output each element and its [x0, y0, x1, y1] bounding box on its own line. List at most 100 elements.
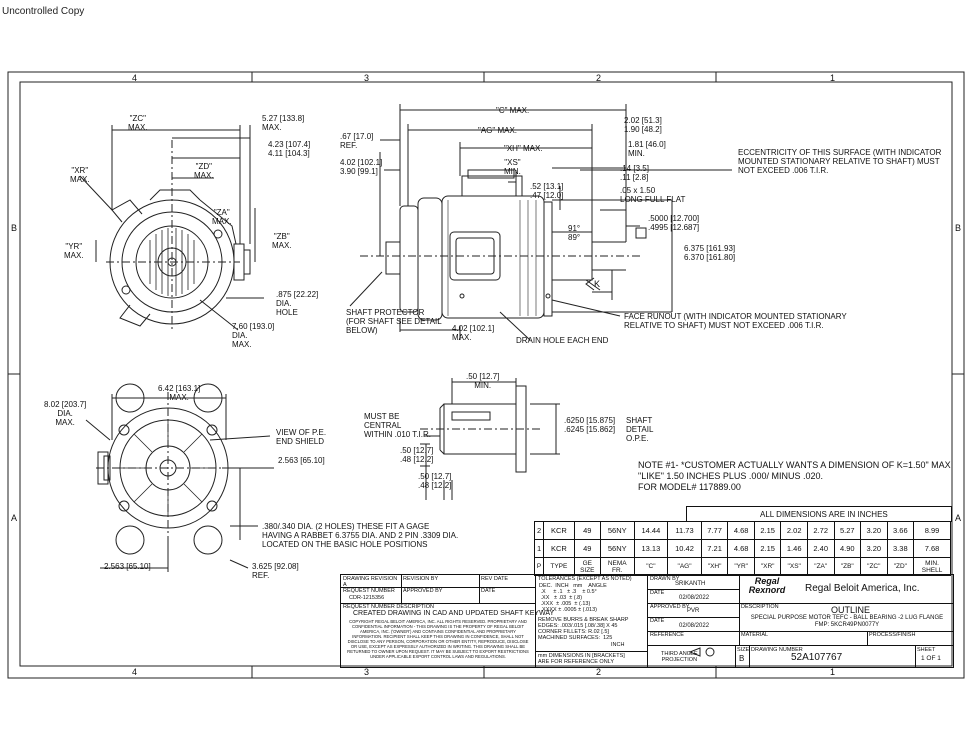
dim-760: 7.60 [193.0] DIA. MAX. [232, 322, 275, 349]
table-cell: 2.15 [753, 521, 782, 540]
approved-label: APPROVED BY [650, 604, 690, 610]
dim-ag: "AG" MAX. [478, 126, 518, 135]
dim-642: 6.42 [163.1] MAX. [158, 384, 201, 402]
table-caption: ALL DIMENSIONS ARE IN INCHES [760, 510, 888, 519]
zone-col-4-bottom: 4 [132, 667, 138, 677]
table-cell: 7.77 [700, 521, 729, 540]
dim-6250: .6250 [15.875] .6245 [15.862] [564, 416, 616, 434]
dim-zc: "ZC" MAX. [128, 114, 148, 132]
note-face-runout: FACE RUNOUT (WITH INDICATOR MOUNTED STAT… [624, 312, 847, 330]
table-cell: 8.99 [913, 521, 951, 540]
table-cell: 14.44 [633, 521, 669, 540]
drawing-number: 52A107767 [791, 652, 843, 663]
burrs-note: REMOVE BURRS & BREAK SHARP EDGES: .003/.… [538, 617, 629, 641]
date1: 02/08/2022 [679, 595, 710, 601]
dim-6375: 6.375 [161.93] 6.370 [161.80] [684, 244, 736, 262]
sheet-label: SHEET [917, 647, 936, 653]
table-cell: 2.72 [806, 521, 835, 540]
note-eccentricity: ECCENTRICITY OF THIS SURFACE (WITH INDIC… [738, 148, 942, 175]
dim-423: 4.23 [107.4] 4.11 [104.3] [268, 140, 311, 158]
tolerance-values: DEC. INCH mm ANGLE .X ± .1 ± .3 ± 0.5° .… [539, 583, 607, 613]
table-cell: "XR" [753, 557, 782, 576]
table-caption-box [686, 506, 952, 522]
table-cell: 10.42 [667, 539, 702, 558]
dim-50b: .50 [12.7] .48 [12.2] [400, 446, 434, 464]
date2-label: DATE [650, 618, 665, 624]
table-cell: 49 [573, 521, 601, 540]
table-cell: 2.02 [780, 521, 808, 540]
table-cell: 2.40 [806, 539, 835, 558]
table-cell: "ZB" [833, 557, 862, 576]
label-shaft-protector: SHAFT PROTECTOR (FOR SHAFT SEE DETAIL BE… [346, 308, 442, 335]
zone-col-3-top: 3 [364, 73, 370, 83]
dim-2563b: 2.563 [65.10] [104, 562, 151, 571]
dim-5000: .5000 [12.700] .4995 [12.687] [648, 214, 700, 232]
drawing-revision: DRAWING REVISION A [343, 576, 398, 588]
table-cell: 1.46 [780, 539, 808, 558]
rev-date: REV DATE [481, 576, 509, 582]
dim-c: "C" MAX. [496, 106, 530, 115]
dim-181: 1.81 [46.0] MIN. [628, 140, 666, 158]
table-cell: NEMA FR. [599, 557, 635, 576]
approved: PVR [687, 608, 700, 614]
table-cell: "C" [633, 557, 669, 576]
confidential-notice: COPYRIGHT REGAL BELOIT AMERICA, INC. ALL… [347, 619, 529, 659]
zone-col-1-top: 1 [830, 73, 836, 83]
table-cell: 4.68 [727, 521, 755, 540]
process-label: PROCESS/FINISH [869, 632, 916, 638]
date-label: DATE [481, 588, 496, 594]
table-cell: 7.21 [700, 539, 729, 558]
side-view [349, 104, 732, 341]
table-cell: "XH" [700, 557, 729, 576]
size-value: B [739, 654, 745, 663]
dim-527: 5.27 [133.8] MAX. [262, 114, 305, 132]
outer-border [7, 71, 965, 679]
dim-202: 2.02 [51.3] 1.90 [48.2] [624, 116, 662, 134]
dim-50c: .50 [12.7] .48 [12.2] [418, 472, 452, 490]
date2: 02/08/2022 [679, 623, 710, 629]
size-label: SIZE [737, 647, 750, 653]
sheet-value: 1 OF 1 [921, 655, 941, 662]
table-cell: 3.20 [860, 539, 888, 558]
dim-3625: 3.625 [92.08] REF. [252, 562, 299, 580]
table-cell: "ZA" [806, 557, 835, 576]
dim-k: K [594, 279, 601, 289]
dim-14: .14 [3.5] .11 [2.8] [620, 164, 649, 182]
approved-by-label: APPROVED BY [403, 588, 443, 594]
dim-802: 8.02 [203.7] DIA. MAX. [44, 400, 87, 427]
table-cell: 56NY [599, 539, 635, 558]
outline-title: OUTLINE [831, 605, 871, 615]
request-number: CDR-1215356 [349, 595, 385, 601]
description-label: DESCRIPTION [741, 604, 779, 610]
dim-yr: "YR" MAX. [64, 242, 84, 260]
zone-row-b-right: B [955, 223, 962, 233]
table-cell: P [533, 557, 545, 576]
table-cell: "YR" [727, 557, 755, 576]
dim-xs: "XS" MIN. [504, 158, 521, 176]
table-cell: 11.73 [667, 521, 702, 540]
dim-875: .875 [22.22] DIA. HOLE [276, 290, 319, 317]
table-cell: MIN. SHELL [913, 557, 951, 576]
table-cell: 1 [533, 539, 545, 558]
table-cell: 4.68 [727, 539, 755, 558]
dim-52: .52 [13.1] .47 [12.0] [530, 182, 564, 200]
shaft-detail [420, 378, 560, 500]
table-cell: KCR [543, 521, 575, 540]
dim-2563a: 2.563 [65.10] [278, 456, 325, 465]
reference-label: REFERENCE [650, 632, 684, 638]
request-number-label: REQUEST NUMBER [343, 588, 395, 594]
label-shaft-detail: SHAFT DETAIL O.P.E. [626, 416, 654, 443]
drawn-by-label: DRAWN BY [650, 576, 680, 582]
dim-402a: 4.02 [102.1] 3.90 [99.1] [340, 158, 383, 176]
table-cell: "XS" [780, 557, 808, 576]
table-cell: 4.90 [833, 539, 862, 558]
zone-col-2-bottom: 2 [596, 667, 602, 677]
dim-402b: 4.02 [102.1] MAX. [452, 324, 495, 342]
zone-col-2-top: 2 [596, 73, 602, 83]
table-cell: 3.66 [886, 521, 915, 540]
table-cell: 49 [573, 539, 601, 558]
projection-label: THIRD ANGLE PROJECTION [661, 651, 698, 663]
